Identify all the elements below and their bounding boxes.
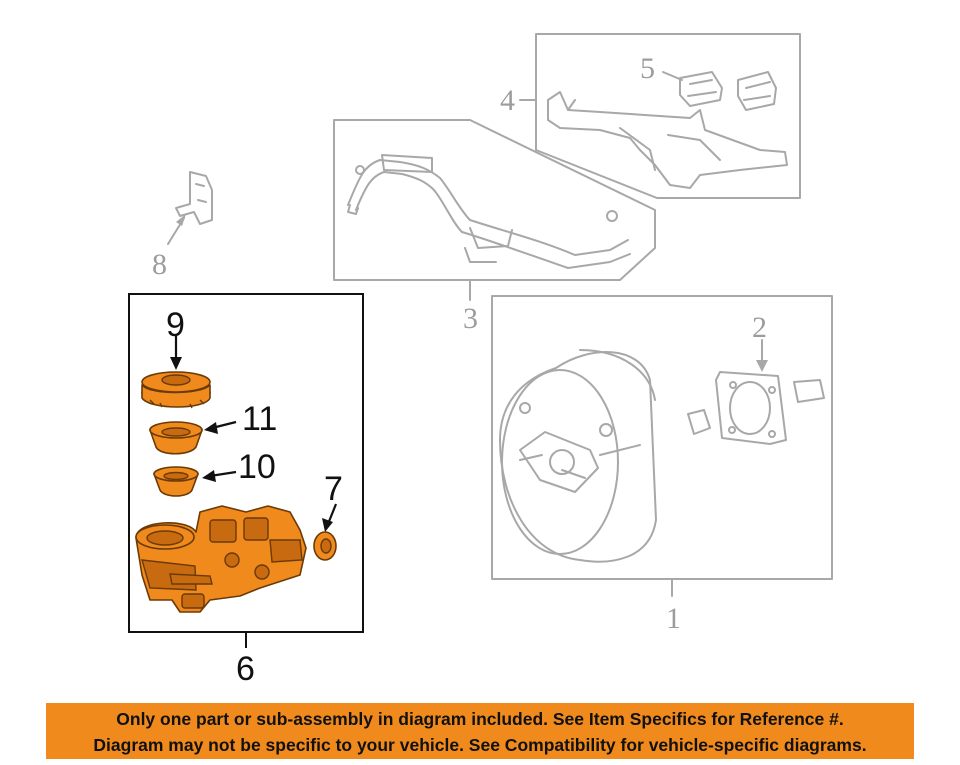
brake-booster-group (491, 295, 833, 597)
callout-4: 4 (500, 84, 515, 117)
reservoir-cap (141, 371, 211, 409)
banner-line-2: Diagram may not be specific to your vehi… (93, 735, 867, 755)
vacuum-hose-group (333, 119, 656, 301)
master-cylinder-body (135, 505, 307, 613)
bracket-assembly-group (519, 33, 801, 199)
callout-3: 3 (463, 302, 478, 335)
banner-line-1: Only one part or sub-assembly in diagram… (116, 709, 844, 729)
callout-7: 7 (324, 470, 343, 508)
reservoir-seal (153, 466, 199, 497)
callout-1: 1 (666, 602, 681, 635)
callout-10: 10 (238, 448, 276, 486)
callout-2: 2 (752, 311, 767, 344)
grommet (313, 531, 337, 561)
disclaimer-banner: Only one part or sub-assembly in diagram… (46, 703, 914, 759)
callout-8: 8 (152, 248, 167, 281)
reservoir-strainer (149, 421, 203, 455)
callout-6: 6 (236, 650, 255, 688)
master-cylinder-group (128, 293, 364, 648)
small-bracket (167, 171, 213, 245)
callout-5: 5 (640, 52, 655, 85)
callout-11: 11 (242, 400, 277, 438)
callout-9: 9 (166, 306, 185, 344)
